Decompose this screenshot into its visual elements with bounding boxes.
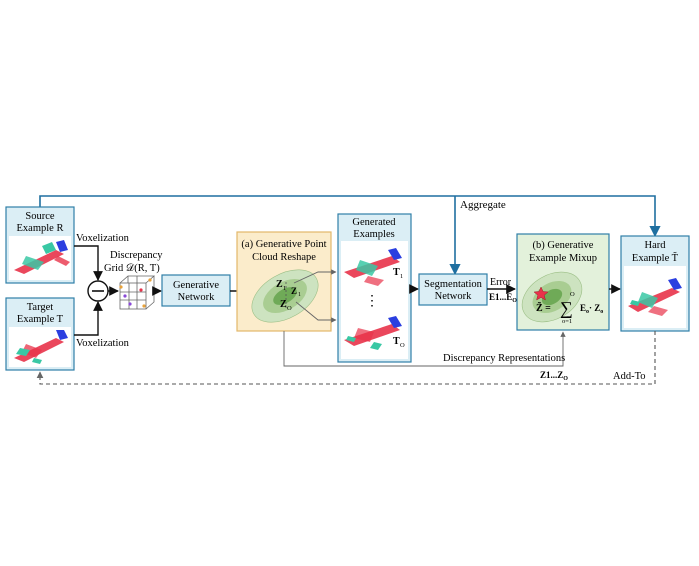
- reshape-z1-label: Z: [276, 279, 283, 290]
- mixup-sum: ∑: [560, 298, 573, 318]
- generated-to-sub: O: [400, 342, 405, 349]
- reshape-zo-sub: O: [287, 305, 292, 312]
- gaussian-ellipse-icon: [251, 269, 319, 323]
- discrepancy-reps-line1: Discrepancy Representations: [443, 353, 565, 364]
- voxel-grid-icon: [119, 275, 156, 310]
- hard-example-box: Hard Example T̃: [620, 235, 690, 332]
- star-icon: [533, 286, 549, 301]
- reshape-zo-label: Z: [280, 299, 287, 310]
- reshape-title-line1: (a) Generative Point: [241, 239, 326, 250]
- reshape-zbar-label: Z: [291, 286, 297, 296]
- target-label-line1: Target: [27, 302, 54, 313]
- reshape-title-line2: Cloud Reshape: [252, 252, 316, 263]
- reshape-z1-sub: 1: [283, 285, 286, 292]
- generative-network-line2: Network: [178, 292, 215, 303]
- mixup-title-line1: (b) Generative: [533, 240, 594, 251]
- generated-title-line2: Examples: [353, 229, 394, 240]
- generated-t1-label: T: [393, 267, 400, 278]
- source-example-box: Source Example R: [5, 206, 75, 284]
- voxelization-top-label: Voxelization: [76, 233, 130, 244]
- segmentation-network-box: Segmentation Network: [418, 273, 488, 306]
- mixup-sum-bottom: o=1: [562, 318, 572, 325]
- airplane-point-cloud-icon: [14, 240, 70, 274]
- generative-network-line1: Generative: [173, 280, 219, 291]
- generative-network-box: Generative Network: [161, 274, 231, 307]
- discrepancy-grid: Discrepancy Grid 𝒟(R, T): [104, 250, 163, 310]
- add-to-loop: Add-To: [36, 331, 656, 385]
- airplane-point-cloud-icon: [628, 278, 682, 316]
- source-label-line2: Example R: [17, 223, 64, 234]
- generated-dots: ⋮: [365, 294, 379, 309]
- discrepancy-label-line1: Discrepancy: [110, 250, 163, 261]
- voxelization-bottom-label: Voxelization: [76, 338, 130, 349]
- reshape-panel: (a) Generative Point Cloud Reshape Z 1 Z…: [236, 231, 332, 332]
- hard-label-line1: Hard: [645, 240, 667, 251]
- gaussian-ellipse-icon: [521, 271, 583, 323]
- airplane-point-cloud-icon: [344, 248, 402, 286]
- reshape-to-examples-arrows: [293, 269, 337, 323]
- mixup-formula-lhs: Z̃ =: [536, 301, 551, 314]
- generated-to-label: T: [393, 336, 400, 347]
- source-label-line1: Source: [25, 211, 54, 222]
- mixup-title-line2: Example Mixup: [529, 253, 597, 264]
- generated-t1-sub: 1: [400, 273, 403, 280]
- minus-circle-icon: [87, 280, 109, 302]
- generated-title-line1: Generated: [352, 217, 396, 228]
- error-label-line2: E1...EO: [489, 292, 517, 304]
- airplane-point-cloud-icon: [344, 316, 402, 350]
- mixup-formula-rhs: Eo· Zo: [580, 303, 603, 315]
- reshape-zbar-sub: 1: [298, 292, 301, 298]
- generated-examples-panel: Generated Examples T 1 ⋮ T O: [337, 213, 412, 363]
- aggregate-label: Aggregate: [460, 199, 506, 211]
- discrepancy-reps-line2: Z1...ZO: [540, 370, 568, 382]
- voxelization-arrows: Voxelization Voxelization: [74, 233, 130, 349]
- error-label-line1: Error: [490, 277, 512, 288]
- target-example-box: Target Example T: [5, 297, 75, 371]
- add-to-label: Add-To: [613, 371, 646, 382]
- target-label-line2: Example T: [17, 314, 64, 325]
- mixup-sum-top: O: [570, 291, 575, 298]
- discrepancy-representations-path: Discrepancy Representations Z1...ZO: [283, 331, 568, 382]
- segmentation-line1: Segmentation: [424, 279, 482, 290]
- airplane-point-cloud-icon: [14, 330, 68, 364]
- aggregate-loop: Aggregate: [39, 195, 661, 276]
- mixup-panel: (b) Generative Example Mixup Z̃ = ∑ O o=…: [516, 233, 610, 331]
- discrepancy-label-line2: Grid 𝒟(R, T): [104, 262, 160, 274]
- segmentation-line2: Network: [435, 291, 472, 302]
- hard-label-line2: Example T̃: [632, 251, 679, 264]
